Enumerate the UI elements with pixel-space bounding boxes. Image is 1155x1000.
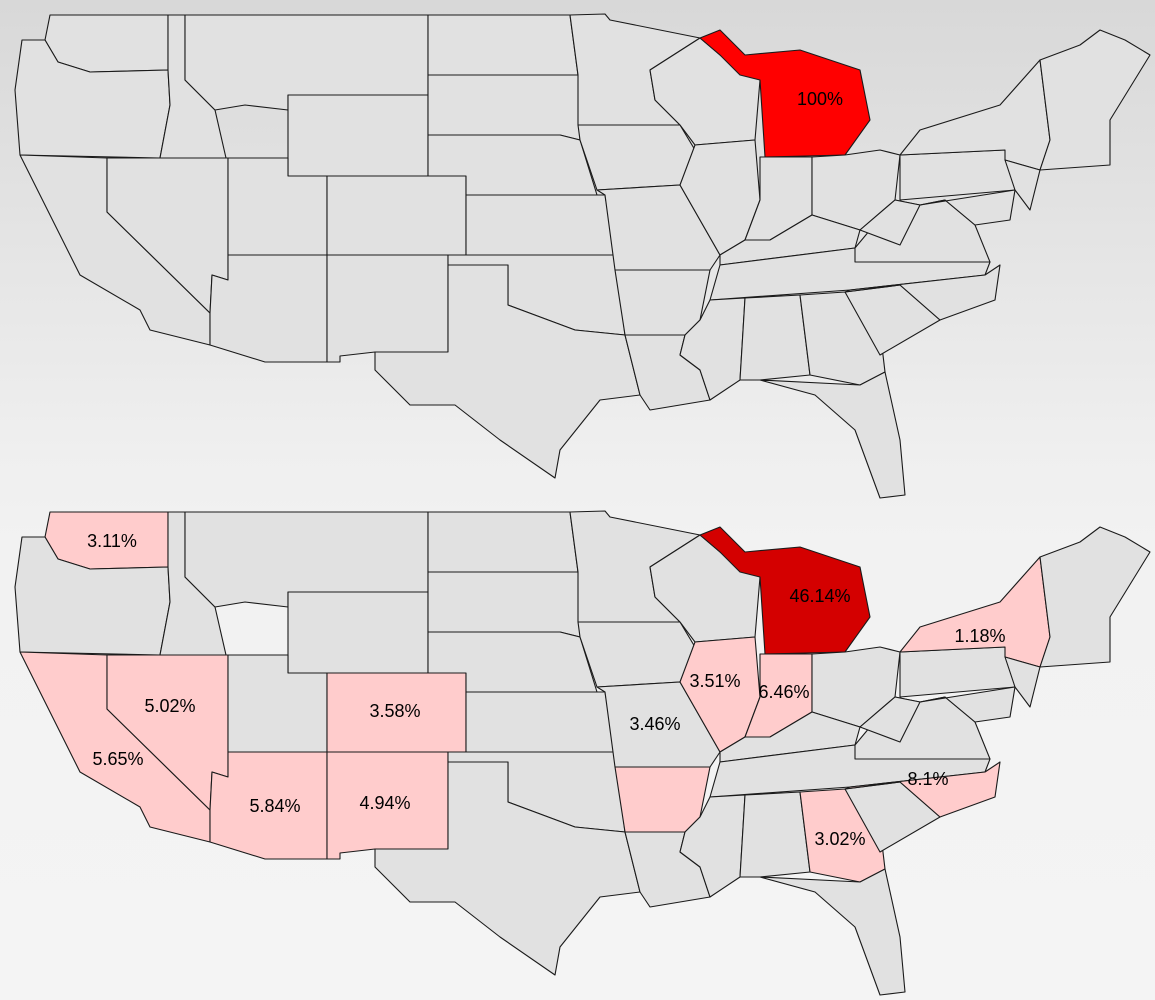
- state-south-dakota: [427, 571, 581, 638]
- state-maryland: [919, 686, 1016, 723]
- state-new-mexico: [326, 254, 449, 363]
- label-michigan: 100%: [797, 89, 843, 109]
- state-florida: [759, 868, 906, 996]
- state-south-dakota: [427, 74, 581, 141]
- state-arizona: [209, 254, 328, 363]
- label-california: 5.65%: [92, 749, 143, 769]
- state-new-jersey: [1004, 159, 1041, 211]
- state-texas: [374, 761, 641, 976]
- state-michigan: [699, 526, 871, 655]
- label-washington: 3.11%: [87, 531, 137, 551]
- label-north-carolina: 8.1%: [907, 769, 948, 789]
- state-maryland: [919, 189, 1016, 226]
- state-north-carolina: [844, 761, 1001, 818]
- us-map-bottom: 46.14% 8.1% 6.46% 5.84% 5.65% 5.02% 4.94% 3.58%…: [14, 510, 1151, 996]
- label-nevada: 5.02%: [144, 696, 195, 716]
- state-colorado: [326, 175, 467, 256]
- state-north-dakota: [427, 511, 579, 573]
- state-wyoming: [287, 94, 429, 177]
- state-north-dakota: [427, 14, 579, 76]
- state-iowa: [577, 621, 696, 688]
- label-arkansas: 3.46%: [629, 714, 680, 734]
- state-alabama: [739, 294, 811, 381]
- label-georgia: 3.02%: [814, 829, 865, 849]
- label-michigan: 46.14%: [789, 586, 850, 606]
- state-michigan: [699, 29, 871, 158]
- label-colorado: 3.58%: [369, 701, 420, 721]
- label-arizona: 5.84%: [249, 796, 300, 816]
- state-north-carolina: [844, 264, 1001, 321]
- state-new-england: [1039, 29, 1151, 171]
- state-new-jersey: [1004, 656, 1041, 708]
- us-map-top: 100%: [14, 13, 1151, 499]
- label-illinois: 3.51%: [689, 671, 740, 691]
- state-new-england: [1039, 526, 1151, 668]
- state-texas: [374, 264, 641, 479]
- label-new-york: 1.18%: [954, 626, 1005, 646]
- label-new-mexico: 4.94%: [359, 793, 410, 813]
- state-kansas: [465, 194, 616, 256]
- label-indiana: 6.46%: [758, 682, 809, 702]
- state-iowa: [577, 124, 696, 191]
- state-florida: [759, 371, 906, 499]
- state-wyoming: [287, 591, 429, 674]
- state-kansas: [465, 691, 616, 753]
- state-alabama: [739, 791, 811, 878]
